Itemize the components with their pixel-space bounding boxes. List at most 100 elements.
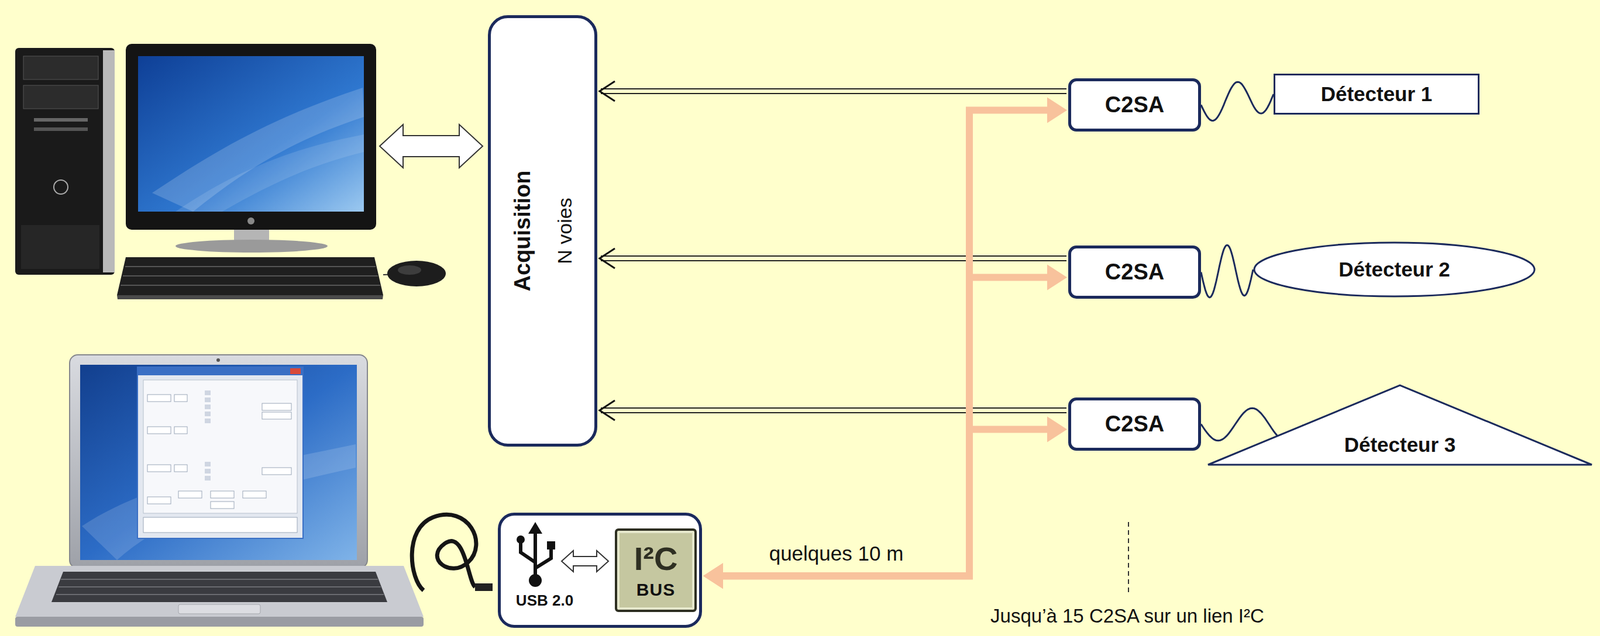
software-window <box>210 491 235 499</box>
usb-symbol <box>533 529 538 580</box>
desktop-tower <box>21 225 100 270</box>
signal-double-line <box>600 412 1067 414</box>
software-window <box>262 403 292 411</box>
software-window <box>204 397 211 403</box>
note-label: Jusqu’à 15 C2SA sur un lien I²C <box>990 606 1265 628</box>
usb-adapter-body <box>497 513 703 629</box>
software-window <box>290 368 301 375</box>
i2c-bus-line <box>703 563 724 590</box>
software-window <box>204 469 211 474</box>
software-window <box>137 367 304 376</box>
signal-double-line <box>599 81 615 102</box>
signal-double-line <box>599 248 615 269</box>
laptop <box>60 579 378 581</box>
software-window <box>143 394 298 533</box>
detector-box: Détecteur 1 <box>1273 73 1480 115</box>
laptop <box>51 572 388 603</box>
c2sa-box: C2SA <box>1068 245 1202 299</box>
node-title: Détecteur 3 <box>1344 433 1457 457</box>
laptop <box>216 358 220 363</box>
i2c-bus-line <box>1047 265 1068 291</box>
detector-cable <box>1201 245 1254 298</box>
edge-label: quelques 10 m <box>766 542 907 566</box>
mouse <box>397 265 422 275</box>
software-window <box>147 465 171 473</box>
software-window <box>204 404 211 410</box>
detector-ellipse: Détecteur 2 <box>1253 241 1536 298</box>
node-title: Détecteur 2 <box>1338 257 1451 282</box>
software-window <box>174 427 188 435</box>
software-window <box>204 462 211 467</box>
laptop <box>15 617 424 628</box>
software-window <box>262 468 292 476</box>
hollow-double-arrow <box>379 124 483 168</box>
i2c-bus-line <box>1047 97 1068 124</box>
laptop <box>15 566 424 618</box>
laptop <box>56 579 384 595</box>
node-title: Détecteur 1 <box>1320 82 1433 106</box>
i2c-bus-line <box>703 563 724 590</box>
i2c-bus-line <box>1047 417 1068 443</box>
desktop-tower <box>23 85 99 109</box>
software-window <box>143 517 298 533</box>
keyboard <box>117 257 384 296</box>
usb-symbol <box>535 549 552 569</box>
usb-i2c-adapter: USB 2.0I²CBUS <box>497 513 703 629</box>
i2c-bus-line <box>703 417 1068 590</box>
software-window <box>178 491 202 499</box>
detector-cable <box>1201 81 1274 121</box>
signal-double-line <box>600 93 1067 95</box>
usb-symbol <box>520 542 536 563</box>
node-title: Acquisition <box>509 170 536 292</box>
desktop-monitor <box>125 43 377 230</box>
i2c-bus-line <box>721 110 1049 577</box>
i2c-bus-line <box>721 429 1049 577</box>
usb-symbol <box>528 522 543 535</box>
software-window <box>204 476 211 481</box>
usb-cable <box>411 514 477 591</box>
c2sa-box: C2SA <box>1068 78 1202 132</box>
c2sa-box: C2SA <box>1068 397 1202 452</box>
signal-double-line <box>600 255 1067 257</box>
usb-adapter-body <box>497 513 703 629</box>
detector-cable <box>1201 245 1254 298</box>
keyboard <box>122 275 378 277</box>
software-window <box>204 418 211 424</box>
software-window <box>262 412 292 420</box>
laptop <box>69 355 368 569</box>
keyboard <box>120 284 381 287</box>
signal-double-line <box>599 81 1067 102</box>
laptop <box>58 586 381 588</box>
desktop-monitor <box>125 43 377 253</box>
keyboard <box>120 266 381 286</box>
software-window <box>174 394 188 402</box>
usb-cable <box>475 583 493 592</box>
detector-triangle: Détecteur 3 <box>1206 384 1593 467</box>
rotated-text: AcquisitionN voies <box>509 170 576 292</box>
software-window <box>242 491 267 499</box>
node-title: C2SA <box>1105 411 1165 438</box>
desktop-monitor <box>138 56 364 212</box>
signal-double-line <box>600 88 1067 90</box>
keyboard <box>125 266 376 268</box>
detector-cable <box>1201 81 1274 121</box>
node-title: I²C <box>634 542 679 576</box>
node-title: C2SA <box>1105 92 1165 118</box>
usb-symbol <box>516 522 556 588</box>
desktop-monitor <box>175 239 328 253</box>
node-subtitle: BUS <box>636 581 676 600</box>
i2c-bus-line <box>721 277 1049 577</box>
desktop-tower <box>33 118 88 122</box>
keyboard <box>117 295 384 300</box>
keyboard <box>117 257 384 300</box>
signal-double-line <box>599 400 615 421</box>
signal-double-line <box>599 248 1067 269</box>
i2c-bus-line <box>703 563 724 590</box>
desktop-monitor <box>152 87 364 212</box>
usb-symbol <box>516 535 525 545</box>
hollow-double-arrow <box>561 551 609 573</box>
desktop-tower <box>53 180 68 195</box>
laptop <box>15 355 424 628</box>
desktop-monitor <box>175 134 364 212</box>
